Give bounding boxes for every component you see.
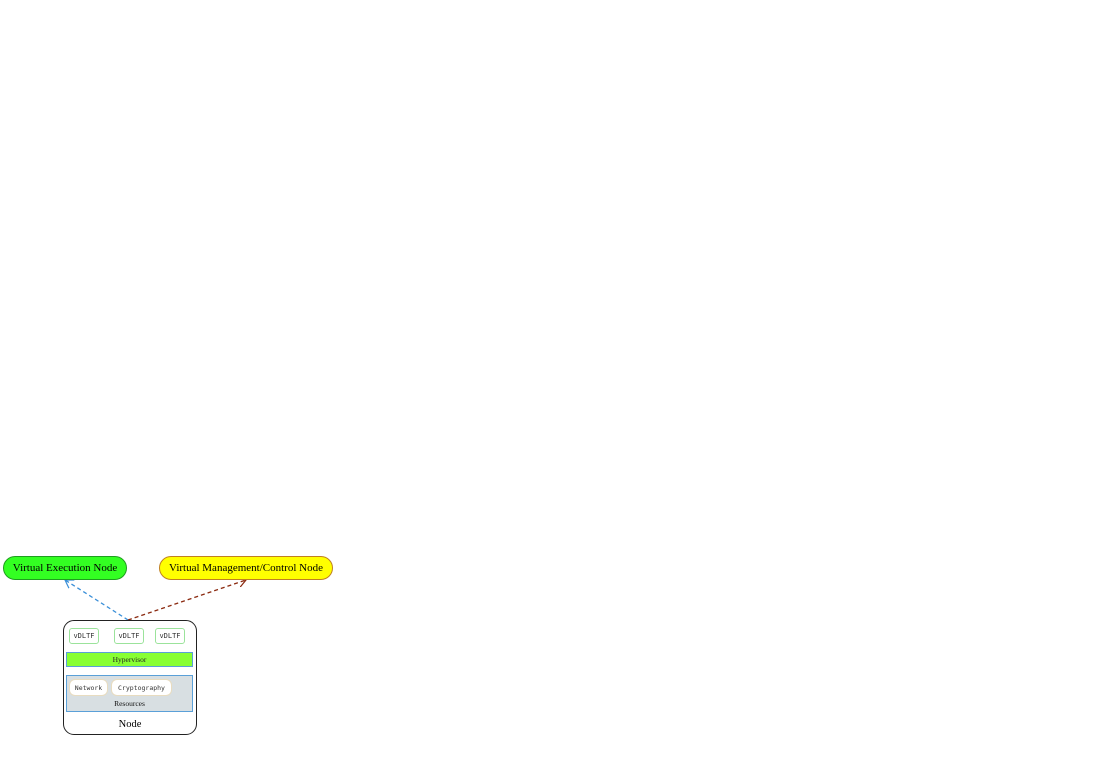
resource-network: Network xyxy=(69,679,108,696)
resource-cryptography: Cryptography xyxy=(111,679,172,696)
arrow-to-execution-node xyxy=(65,580,129,621)
virtual-management-control-node: Virtual Management/Control Node xyxy=(159,556,333,580)
node-label: Node xyxy=(118,719,142,730)
vdltf-label-1: vDLTF xyxy=(73,632,95,640)
virtual-management-control-node-label: Virtual Management/Control Node xyxy=(169,562,323,574)
hypervisor-label: Hypervisor xyxy=(112,655,147,664)
virtual-execution-node: Virtual Execution Node xyxy=(3,556,127,580)
virtual-execution-node-label: Virtual Execution Node xyxy=(12,562,118,574)
vdltf-box-1: vDLTF xyxy=(69,628,99,644)
vdltf-label-2: vDLTF xyxy=(118,632,140,640)
vdltf-box-2: vDLTF xyxy=(114,628,144,644)
resource-cryptography-label: Cryptography xyxy=(118,683,165,692)
resource-network-label: Network xyxy=(74,683,103,692)
vdltf-label-3: vDLTF xyxy=(159,632,181,640)
vdltf-box-3: vDLTF xyxy=(155,628,185,644)
arrow-to-management-node xyxy=(127,580,246,621)
hypervisor-layer: Hypervisor xyxy=(66,652,193,667)
resources-label: Resources xyxy=(114,699,145,708)
